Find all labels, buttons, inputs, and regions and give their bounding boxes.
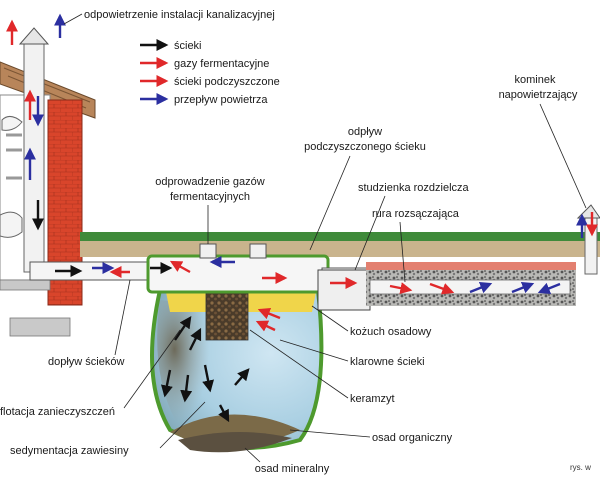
labels: odpowietrzenie instalacji kanalizacyjnej…	[0, 9, 591, 475]
label-organic: osad organiczny	[372, 432, 453, 444]
label-credit: rys. w	[570, 463, 591, 472]
label-sedimentation: sedymentacja zawiesiny	[10, 445, 129, 457]
label-vent: odpowietrzenie instalacji kanalizacyjnej	[84, 9, 275, 21]
legend: ścieki gazy fermentacyjne ścieki podczys…	[140, 39, 280, 106]
legend-item-air: przepływ powietrza	[140, 93, 268, 106]
tank-lid	[146, 254, 330, 294]
flow-arrows	[5, 13, 598, 423]
legend-label: ścieki podczyszczone	[174, 76, 280, 88]
label-outflow-1: odpływ	[348, 126, 382, 138]
house	[0, 61, 96, 337]
vent-cap	[18, 27, 50, 45]
label-gas-1: odprowadzenie gazów	[155, 176, 265, 188]
toilet	[0, 211, 23, 238]
label-scum: kożuch osadowy	[350, 326, 432, 338]
label-outflow-2: podczyszczonego ścieku	[304, 141, 426, 153]
legend-label: przepływ powietrza	[174, 94, 268, 106]
label-distribution: studzienka rozdzielcza	[358, 182, 470, 194]
ground	[80, 232, 600, 257]
washbasin	[1, 116, 23, 131]
mineral-sludge	[178, 431, 292, 453]
legend-label: ścieki	[174, 40, 202, 52]
septic-tank	[146, 243, 330, 453]
distribution-box	[317, 269, 371, 311]
label-claydite: keramzyt	[350, 393, 395, 405]
drain-field	[366, 262, 576, 306]
label-inflow: dopływ ścieków	[48, 356, 124, 368]
label-gas-2: fermentacyjnych	[170, 191, 250, 203]
legend-item-sewage: ścieki	[140, 39, 202, 52]
label-clarified: klarowne ścieki	[350, 356, 425, 368]
label-chimney-1: kominek	[515, 74, 556, 86]
label-drain-pipe: rura rozsączająca	[372, 208, 460, 220]
drain-pipe	[369, 279, 571, 295]
legend-item-gas: gazy fermentacyjne	[140, 57, 269, 70]
label-chimney-2: napowietrzający	[499, 89, 578, 101]
vent-stack	[18, 27, 50, 273]
label-flotation: flotacja zanieczyszczeń	[0, 406, 115, 418]
label-mineral: osad mineralny	[255, 463, 330, 475]
legend-item-pretreated: ścieki podczyszczone	[140, 75, 280, 88]
foundation	[9, 317, 71, 337]
claydite-filter	[205, 289, 249, 341]
legend-label: gazy fermentacyjne	[174, 58, 269, 70]
